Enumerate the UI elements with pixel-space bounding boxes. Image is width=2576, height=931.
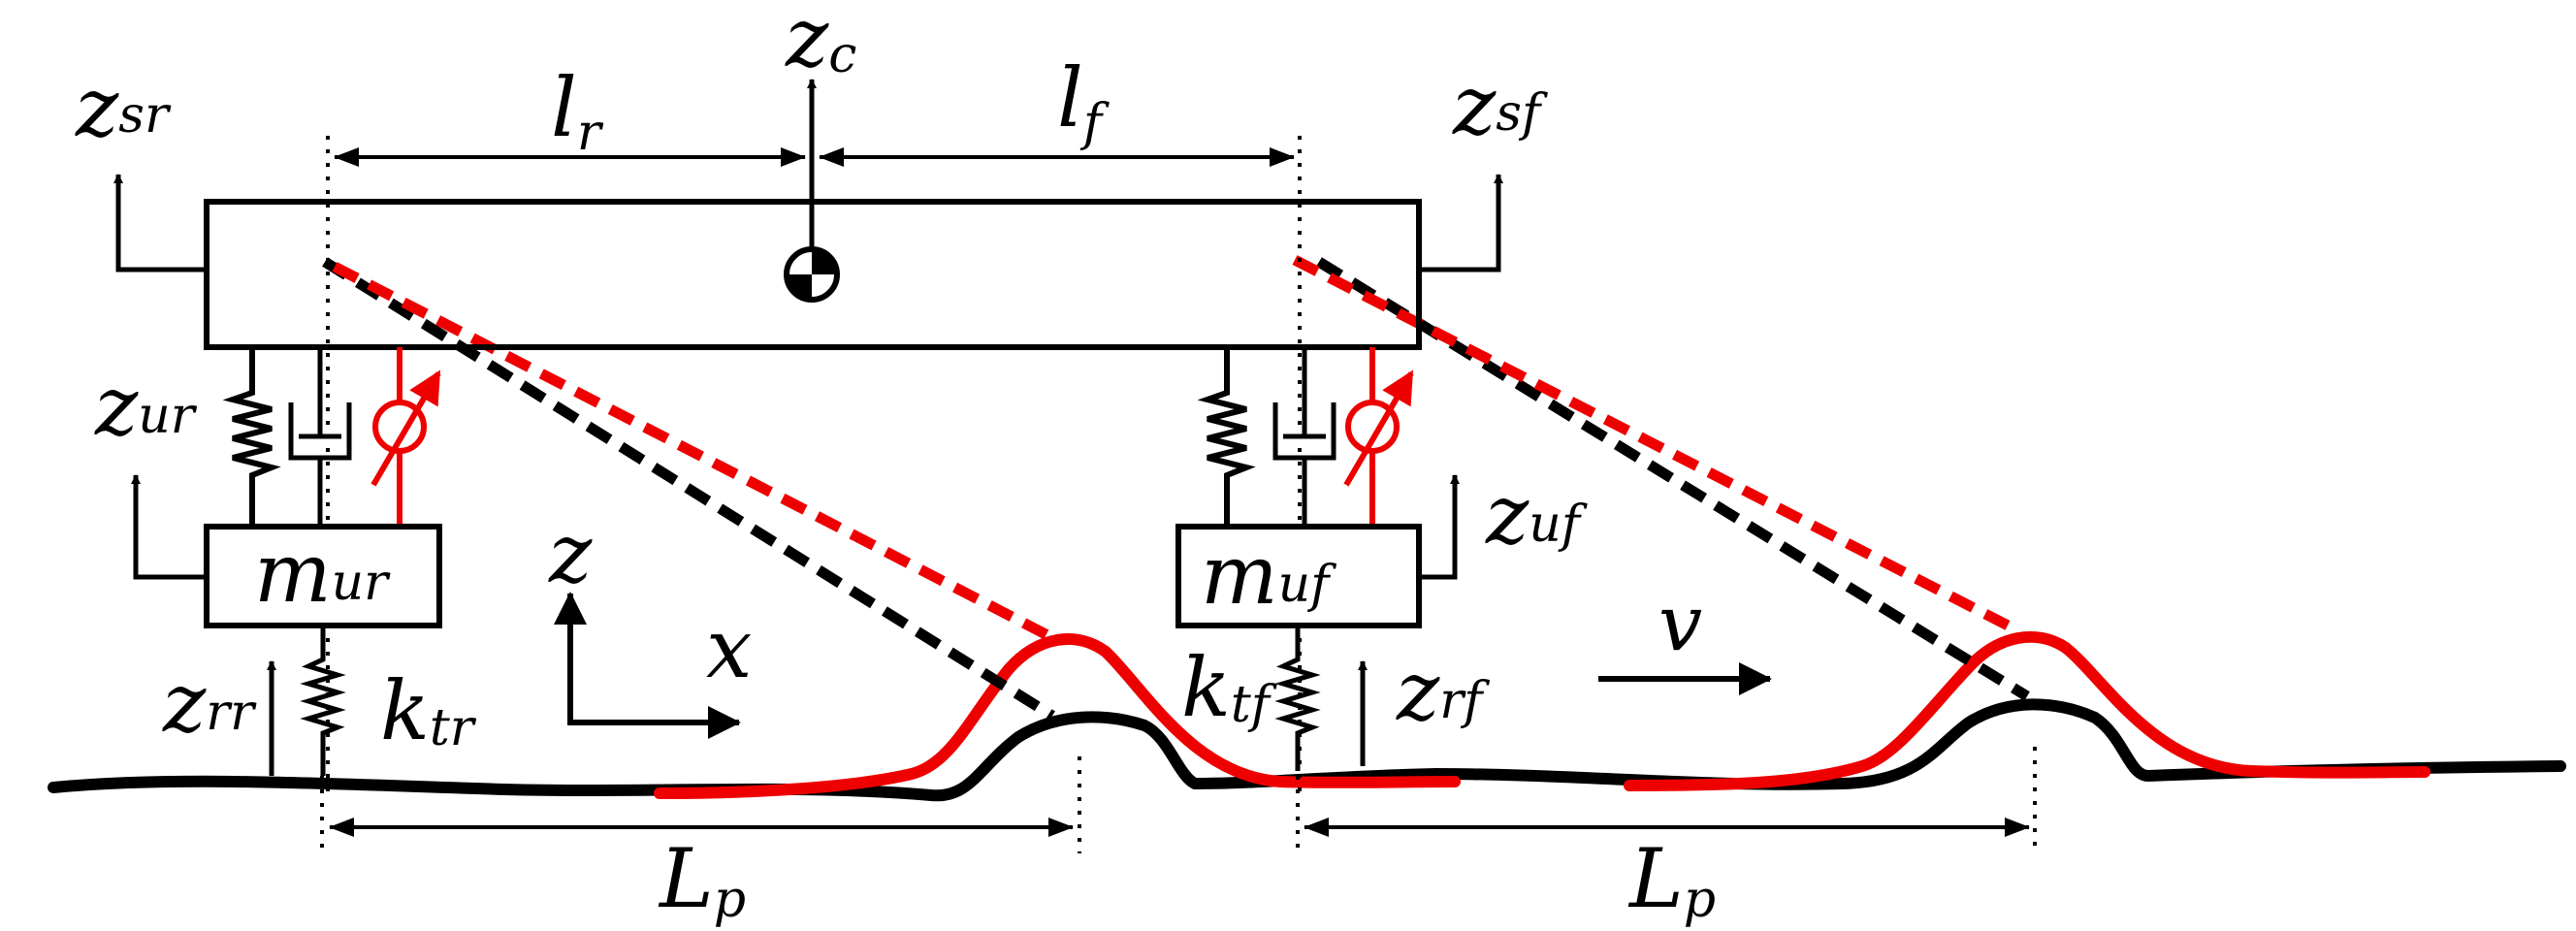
label-z-ur: zur xyxy=(94,359,198,454)
z-ur-arrow xyxy=(131,474,207,580)
coordinate-axes xyxy=(554,592,741,739)
rear-tire-spring xyxy=(300,626,346,776)
label-l-f: lf xyxy=(1057,50,1110,152)
road-profile xyxy=(48,630,2566,802)
rear-actuator xyxy=(370,347,441,527)
wheelbase-dimension xyxy=(326,136,1302,795)
label-z-uf: zuf xyxy=(1485,467,1588,562)
label-m-ur: mur xyxy=(254,526,391,621)
front-actuator xyxy=(1343,347,1414,527)
label-z-rf: zrf xyxy=(1396,644,1490,739)
preview-lines xyxy=(322,255,2030,721)
label-m-uf: muf xyxy=(1201,528,1336,623)
road-surface-preview-front xyxy=(1624,630,2431,791)
front-spring xyxy=(1197,347,1256,527)
label-l-p-rear: Lp xyxy=(658,831,746,929)
label-axis-x: x xyxy=(706,601,752,696)
front-unsprung-mass xyxy=(1175,524,1422,628)
preview-line-rear-black xyxy=(322,257,1055,721)
label-axis-z: z xyxy=(548,506,593,601)
label-z-c: zc xyxy=(785,0,856,85)
label-l-p-front: Lp xyxy=(1627,831,1716,929)
rear-spring xyxy=(222,347,281,527)
z-uf-arrow xyxy=(1419,474,1460,580)
front-suspension xyxy=(1175,347,1460,771)
center-of-gravity-icon xyxy=(784,246,840,303)
z-sf-arrow xyxy=(1419,174,1503,273)
label-l-r: lr xyxy=(551,60,604,162)
z-sr-arrow xyxy=(113,174,207,273)
label-k-tr: ktr xyxy=(380,663,477,758)
label-k-tf: ktf xyxy=(1181,640,1277,735)
preview-line-rear-red xyxy=(332,262,1050,640)
front-damper xyxy=(1272,347,1336,527)
label-velocity: v xyxy=(1658,578,1702,668)
rear-damper xyxy=(288,347,352,527)
preview-line-front-red xyxy=(1292,255,2020,635)
label-z-sf: zsf xyxy=(1452,58,1548,153)
front-tire-spring xyxy=(1274,626,1321,771)
rear-suspension xyxy=(131,347,442,776)
label-z-rr: zrr xyxy=(162,656,257,751)
preview-distance-dimensions xyxy=(320,747,2037,853)
label-z-sr: zsr xyxy=(75,60,172,155)
road-surface-preview-rear xyxy=(654,633,1461,799)
